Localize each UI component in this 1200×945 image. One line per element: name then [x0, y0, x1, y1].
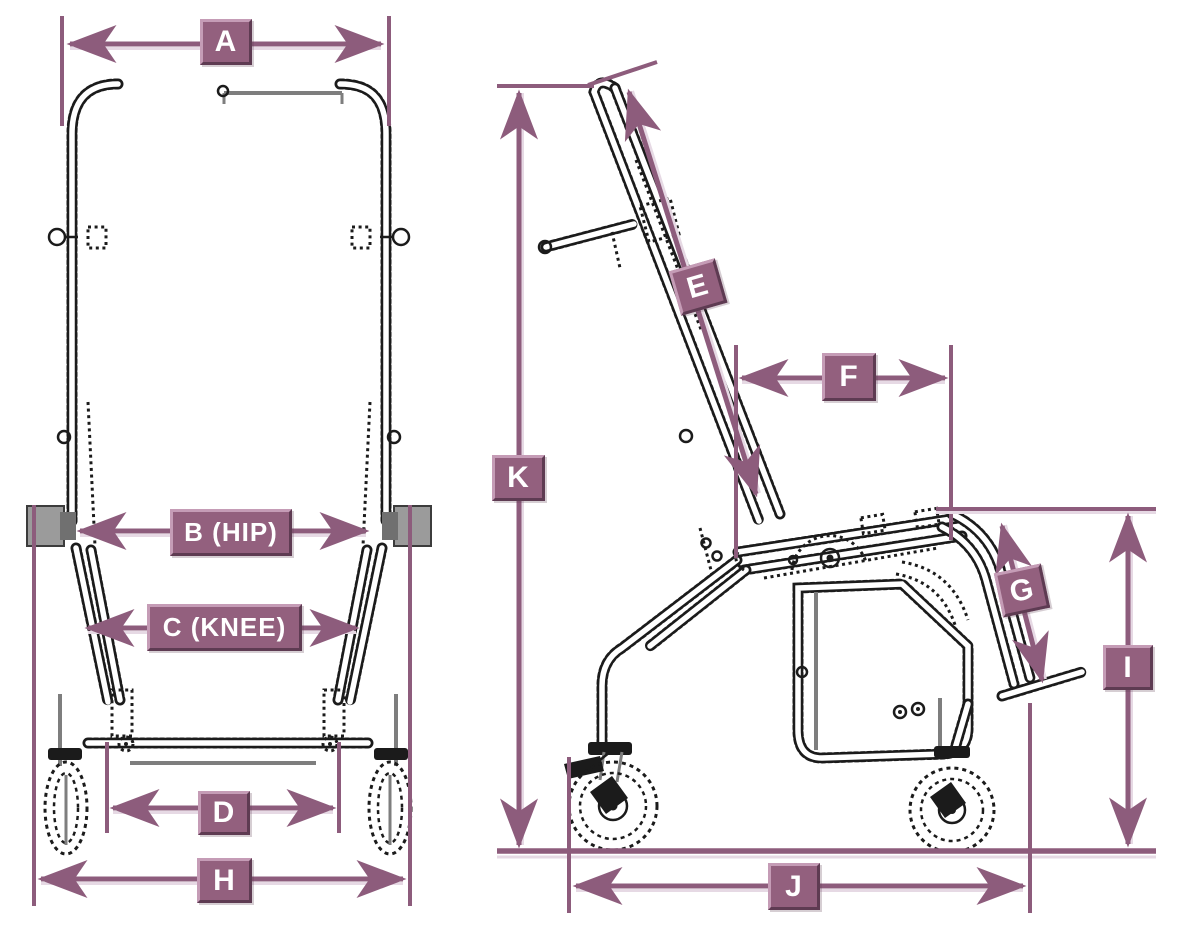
dim-label-h: H — [197, 858, 252, 903]
dim-label-d: D — [198, 791, 250, 835]
front-view-line-art — [26, 84, 432, 856]
side-view-dimensions — [497, 60, 1156, 913]
side-view-line-art — [537, 83, 1082, 854]
dim-label-b-hip: B (HIP) — [170, 509, 292, 556]
front-view-dimensions — [32, 16, 412, 906]
dim-e-cap — [587, 60, 658, 87]
dim-label-f: F — [822, 353, 876, 401]
dim-label-c-knee: C (KNEE) — [147, 604, 302, 651]
dim-label-i: I — [1103, 645, 1153, 690]
dim-label-j: J — [768, 863, 820, 910]
dim-label-k: K — [492, 455, 545, 501]
dim-label-a: A — [200, 19, 252, 65]
